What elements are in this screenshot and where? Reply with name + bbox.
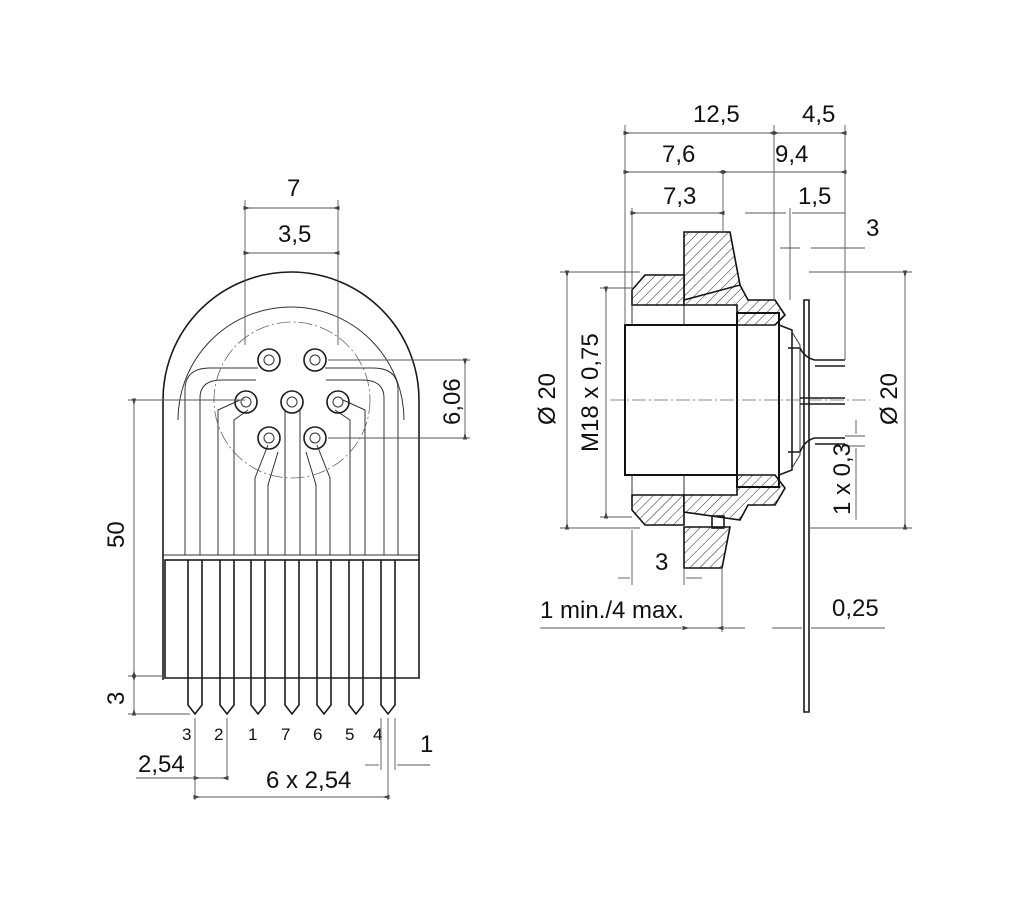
pin-number: 5 xyxy=(345,725,354,744)
dim-right-vertical: 6,06 xyxy=(439,378,466,425)
dim-top-inner: 3,5 xyxy=(278,221,311,248)
pin-number-labels: 3 2 1 7 6 5 4 xyxy=(182,725,382,744)
front-view: 3 2 1 7 6 5 4 7 3,5 6,06 50 3 xyxy=(103,175,470,800)
dim-panel: 1 min./4 max. xyxy=(540,597,684,624)
dim-flange: 7,3 xyxy=(663,183,696,210)
front-housing-outer xyxy=(162,271,420,680)
dim-diameter-left: Ø 20 xyxy=(534,373,561,425)
dim-pin-width: 1 xyxy=(420,731,433,758)
pin-number: 6 xyxy=(313,725,322,744)
pin-number: 3 xyxy=(182,725,191,744)
dim-pitch-single: 2,54 xyxy=(138,751,185,778)
pcb-plate xyxy=(803,299,810,713)
dim-pin-offset: 3 xyxy=(866,215,879,242)
pcb-pins xyxy=(187,560,396,716)
dim-left-height: 50 xyxy=(103,521,130,548)
dim-step: 1,5 xyxy=(798,183,831,210)
dim-pcb: 0,25 xyxy=(832,595,879,622)
dim-diameter-right: Ø 20 xyxy=(876,373,903,425)
pin-number: 1 xyxy=(248,725,257,744)
dim-nut: 3 xyxy=(655,549,668,576)
dim-body-a: 7,6 xyxy=(662,141,695,168)
pin-number: 4 xyxy=(373,725,382,744)
dim-thread: M18 x 0,75 xyxy=(577,333,604,452)
dim-right-offset: 4,5 xyxy=(802,101,835,128)
dim-total-depth: 12,5 xyxy=(693,101,740,128)
pin-number: 2 xyxy=(214,725,223,744)
dim-top-outer: 7 xyxy=(287,175,300,202)
dim-pitch-total: 6 x 2,54 xyxy=(266,767,351,794)
pin-number: 7 xyxy=(281,725,290,744)
contact-pins xyxy=(234,348,350,450)
dim-body-b: 9,4 xyxy=(775,141,808,168)
dim-left-small: 3 xyxy=(103,692,130,705)
front-housing-inner xyxy=(177,306,405,421)
side-view: 12,5 4,5 7,6 9,4 7,3 1,5 3 Ø 20 M18 x 0,… xyxy=(534,101,912,713)
panel-lower xyxy=(683,526,731,569)
dim-pin-section: 1 x 0,3 xyxy=(829,443,856,515)
